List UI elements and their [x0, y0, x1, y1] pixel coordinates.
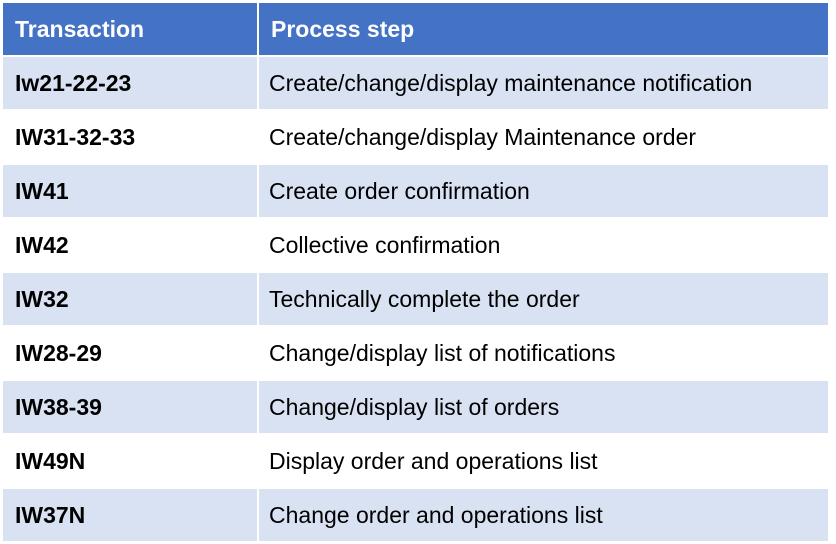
transaction-cell: IW37N [3, 489, 259, 543]
transaction-cell: Iw21-22-23 [3, 57, 259, 111]
header-cell-transaction: Transaction [3, 3, 259, 57]
table-header-row: Transaction Process step [3, 3, 830, 57]
process-step-cell: Display order and operations list [259, 435, 830, 489]
process-step-cell: Change/display list of notifications [259, 327, 830, 381]
transaction-cell: IW28-29 [3, 327, 259, 381]
process-step-cell: Change order and operations list [259, 489, 830, 543]
transaction-cell: IW41 [3, 165, 259, 219]
process-step-cell: Create/change/display maintenance notifi… [259, 57, 830, 111]
transaction-cell: IW42 [3, 219, 259, 273]
transaction-cell: IW38-39 [3, 381, 259, 435]
header-cell-process-step: Process step [259, 3, 830, 57]
process-step-cell: Create/change/display Maintenance order [259, 111, 830, 165]
process-step-cell: Technically complete the order [259, 273, 830, 327]
transaction-cell: IW32 [3, 273, 259, 327]
process-step-cell: Change/display list of orders [259, 381, 830, 435]
process-step-cell: Create order confirmation [259, 165, 830, 219]
transaction-cell: IW49N [3, 435, 259, 489]
transaction-cell: IW31-32-33 [3, 111, 259, 165]
process-step-cell: Collective confirmation [259, 219, 830, 273]
